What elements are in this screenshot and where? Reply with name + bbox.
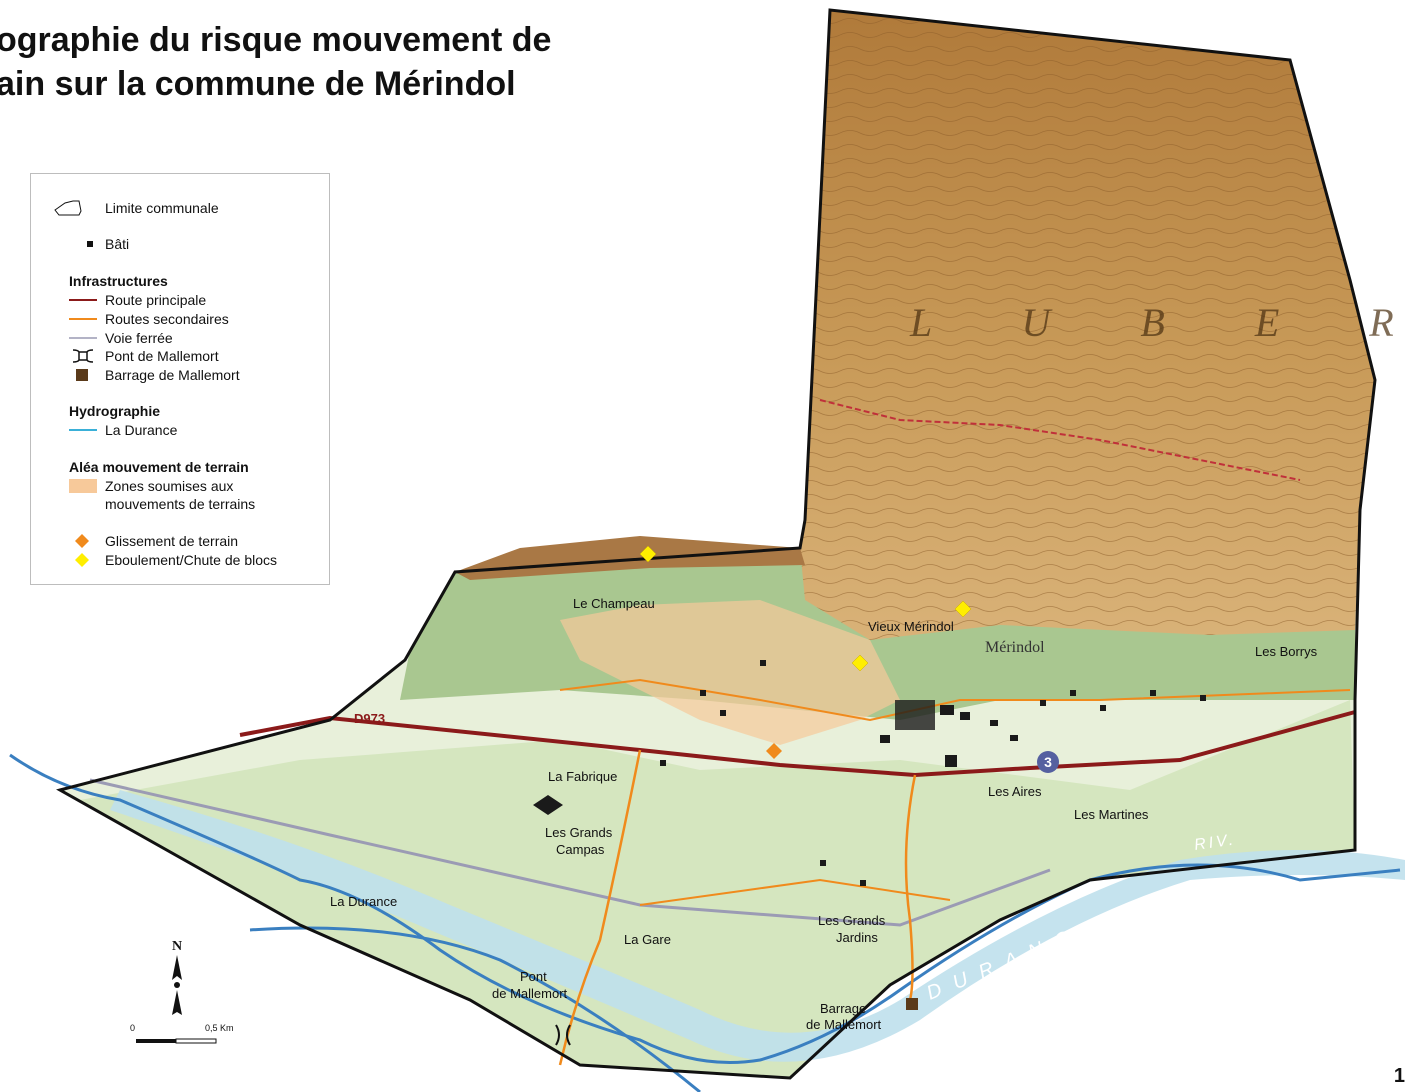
- legend-heading-hydro: Hydrographie: [69, 403, 161, 419]
- commune-boundary: [56, 8, 1377, 1080]
- routes-secondaires-icon: [69, 318, 97, 320]
- map-label-riv: RIV.: [1193, 831, 1237, 854]
- legend-label-eboulement: Eboulement/Chute de blocs: [105, 552, 277, 568]
- glissement-marker[interactable]: [766, 743, 782, 759]
- road-marker-3: [1037, 751, 1059, 773]
- barrage-symbol[interactable]: [906, 998, 918, 1010]
- barrage-icon: [76, 369, 88, 381]
- secondary-road-2: [904, 774, 917, 1001]
- place-barrage-2: de Mallemort: [806, 1017, 882, 1032]
- pont-icon: [72, 349, 94, 363]
- limite-icon: [54, 200, 82, 216]
- durance-river-line-2: [249, 926, 701, 1092]
- secondary-road-4: [819, 399, 1301, 481]
- place-vieux-merindol: Vieux Mérindol: [868, 619, 954, 634]
- place-le-champeau: Le Champeau: [573, 596, 655, 611]
- legend-label-glissement: Glissement de terrain: [105, 533, 239, 549]
- place-pont-2: de Mallemort: [492, 986, 568, 1001]
- legend: Limite communale Bâti Infrastructures Ro…: [30, 173, 330, 585]
- legend-heading-alea: Aléa mouvement de terrain: [69, 459, 249, 475]
- legend-label-pont: Pont de Mallemort: [105, 348, 219, 364]
- mountain-contours: [800, 10, 1375, 640]
- place-barrage-1: Barrage: [820, 1001, 866, 1016]
- place-les-grands-jardins-2: Jardins: [836, 930, 878, 945]
- place-les-borrys: Les Borrys: [1255, 644, 1318, 659]
- place-les-grands-campas-2: Campas: [556, 842, 605, 857]
- page-number: 1: [1393, 1065, 1405, 1087]
- legend-label-zones-2: mouvements de terrains: [105, 496, 256, 512]
- road-label-d973: D973: [354, 711, 385, 726]
- legend-label-barrage: Barrage de Mallemort: [105, 367, 240, 383]
- eboulement-marker[interactable]: [639, 545, 657, 563]
- main-road-d973: [239, 710, 1356, 778]
- bati-icon: [87, 241, 93, 247]
- scale-zero: 0: [130, 1023, 135, 1033]
- place-les-aires: Les Aires: [988, 784, 1042, 799]
- page-title-line1: ographie du risque mouvement de: [0, 21, 552, 59]
- place-les-martines: Les Martines: [1074, 807, 1149, 822]
- place-la-durance: La Durance: [330, 894, 397, 909]
- eboulement-marker[interactable]: [851, 654, 869, 672]
- legend-label-bati: Bâti: [105, 236, 130, 252]
- hazard-zone-main: [560, 600, 900, 745]
- place-la-fabrique: La Fabrique: [548, 769, 617, 784]
- road-marker-3-label: 3: [1044, 754, 1052, 770]
- legend-label-durance: La Durance: [105, 422, 178, 438]
- pont-symbol[interactable]: [555, 1024, 571, 1046]
- legend-label-voie-ferree: Voie ferrée: [105, 330, 173, 346]
- scale-bar: 0 0,5 Km: [130, 1023, 234, 1044]
- page-title-line2: ain sur la commune de Mérindol: [0, 65, 516, 103]
- ridge-west-zone: [455, 536, 805, 580]
- durance-river-line: [9, 753, 1401, 1064]
- legend-label-zones-1: Zones soumises aux: [105, 478, 234, 494]
- scale-km: 0,5 Km: [205, 1023, 234, 1033]
- place-pont-1: Pont: [520, 969, 547, 984]
- legend-heading-infra: Infrastructures: [69, 273, 168, 289]
- glissement-icon: [75, 534, 89, 548]
- eboulement-marker[interactable]: [954, 600, 972, 618]
- place-les-grands-jardins-1: Les Grands: [818, 913, 886, 928]
- secondary-road-1: [558, 749, 642, 1066]
- place-la-gare: La Gare: [624, 932, 671, 947]
- legend-label-route-principale: Route principale: [105, 292, 207, 308]
- legend-label-routes-secondaires: Routes secondaires: [105, 311, 229, 327]
- secondary-road-5: [639, 878, 951, 906]
- secondary-road-3: [559, 678, 1351, 722]
- durance-icon: [69, 429, 97, 431]
- page-title: ographie du risque mouvement de ain sur …: [0, 18, 551, 106]
- plain-green-zone: [80, 700, 1355, 1078]
- zones-icon: [69, 479, 97, 493]
- map-label-luberon: L U B E R: [909, 300, 1405, 345]
- place-les-grands-campas-1: Les Grands: [545, 825, 613, 840]
- legend-label-limite: Limite communale: [105, 200, 219, 216]
- route-principale-icon: [69, 299, 97, 301]
- buildings-cluster: [533, 660, 1206, 886]
- north-arrow: N: [172, 939, 182, 1015]
- eboulement-icon: [75, 553, 89, 567]
- voie-ferree-icon: [69, 337, 97, 339]
- north-arrow-label: N: [172, 939, 182, 954]
- map-label-merindol: Mérindol: [985, 639, 1045, 656]
